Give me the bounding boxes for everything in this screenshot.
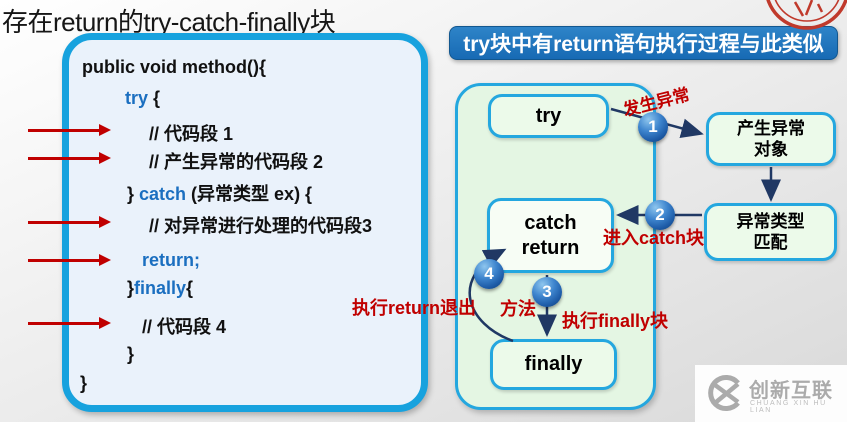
step-circle-1: 1 (638, 112, 668, 142)
brand-subtitle: CHUANG XIN HU LIAN (750, 400, 827, 414)
code-line: try { (125, 88, 161, 108)
node-try: try (488, 94, 609, 138)
step-circle-2: 2 (645, 200, 675, 230)
step-circle-4: 4 (474, 259, 504, 289)
code-line: }finally{ (127, 278, 194, 298)
red-arrow (28, 152, 111, 164)
node-match-line2: 匹配 (753, 233, 788, 252)
step-4-number: 4 (484, 264, 494, 283)
node-raise-exception: 产生异常 对象 (706, 112, 836, 166)
label-enter-catch: 进入catch块 (603, 228, 705, 248)
node-exception-match: 异常类型 匹配 (704, 203, 837, 261)
code-line: // 代码段 1 (149, 124, 234, 144)
step-3-number: 3 (542, 282, 552, 301)
step-circle-3: 3 (532, 277, 562, 307)
node-raise-line2: 对象 (754, 140, 788, 159)
red-arrow (28, 254, 111, 266)
code-line: } catch (异常类型 ex) { (127, 184, 313, 204)
brand-logo-icon (708, 375, 740, 411)
step-2-number: 2 (655, 205, 665, 224)
node-raise-line1: 产生异常 (737, 118, 805, 138)
label-execute-return-exit: 执行return退出 (352, 298, 477, 318)
label-method: 方法 (500, 299, 536, 319)
code-line: // 对异常进行处理的代码段3 (149, 216, 373, 236)
code-box: public void method(){ try { // 代码段 1 // 产生异… (62, 33, 428, 412)
label-execute-finally: 执行finally块 (562, 311, 669, 331)
node-return-label: return (521, 236, 580, 259)
code-line: } (80, 373, 88, 393)
flow-header-label: try块中有return语句执行过程与此类似 (463, 33, 824, 56)
code-line: // 代码段 4 (142, 317, 227, 337)
step-1-number: 1 (648, 117, 658, 136)
logo-panel: 创新互联 CHUANG XIN HU LIAN (695, 365, 847, 422)
code-line: } (127, 344, 135, 364)
code-line: // 产生异常的代码段 2 (149, 152, 324, 172)
code-line: return; (142, 250, 200, 270)
node-match-line1: 异常类型 (736, 211, 805, 231)
node-catch-return: catch return (487, 198, 614, 273)
red-arrow (28, 216, 111, 228)
red-arrow (28, 124, 111, 136)
code-line: public void method(){ (82, 57, 266, 77)
node-finally-label: finally (524, 353, 583, 375)
node-catch-label: catch (524, 211, 577, 234)
node-finally: finally (490, 339, 617, 390)
page-title: 存在return的try-catch-finally块 (2, 7, 336, 37)
flow-header: try块中有return语句执行过程与此类似 (449, 26, 838, 60)
node-try-label: try (535, 104, 562, 127)
red-arrow (28, 317, 111, 329)
brand-name: 创新互联 (749, 380, 833, 402)
